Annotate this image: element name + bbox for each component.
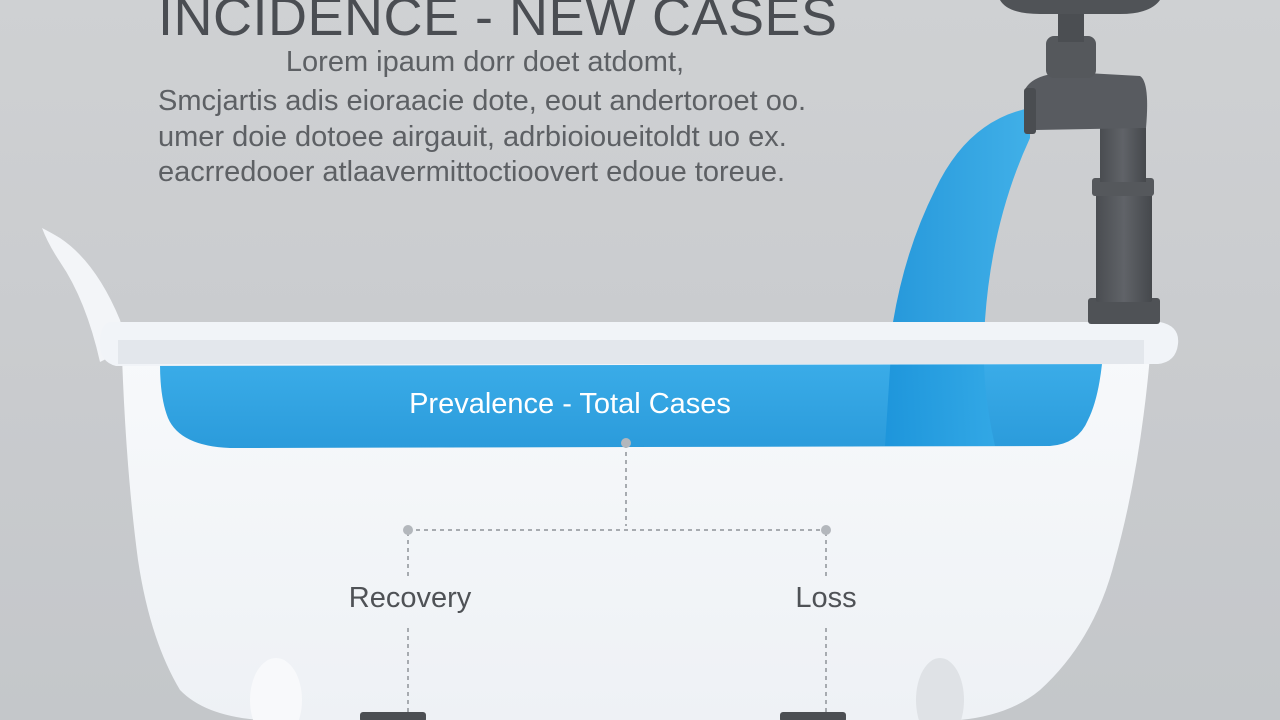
connector-dot-left — [403, 525, 413, 535]
description-line-1: Smcjartis adis eioraacie dote, eout ande… — [158, 85, 807, 117]
drain-left — [360, 712, 426, 720]
prevalence-label: Prevalence - Total Cases — [409, 388, 731, 420]
outflow-connectors — [403, 438, 831, 712]
tub-foot-left — [250, 658, 302, 720]
recovery-label: Recovery — [348, 582, 472, 614]
tub-rim-shadow — [118, 340, 1144, 364]
tub-foot-right — [916, 658, 964, 720]
description-line-2: umer doie dotoee airgauit, adrbioioueito… — [158, 121, 787, 153]
faucet — [1000, 0, 1160, 324]
tub-water — [160, 364, 1102, 448]
page-title: INCIDENCE - NEW CASES — [158, 0, 838, 47]
subtitle-text: Lorem ipaum dorr doet atdomt, — [285, 46, 685, 78]
description-line-3: eacrredooer atlaavermittoctioovert edoue… — [158, 156, 786, 188]
loss-label: Loss — [795, 582, 857, 614]
connector-dot-right — [821, 525, 831, 535]
connector-dot-top — [621, 438, 631, 448]
drain-right — [780, 712, 846, 720]
